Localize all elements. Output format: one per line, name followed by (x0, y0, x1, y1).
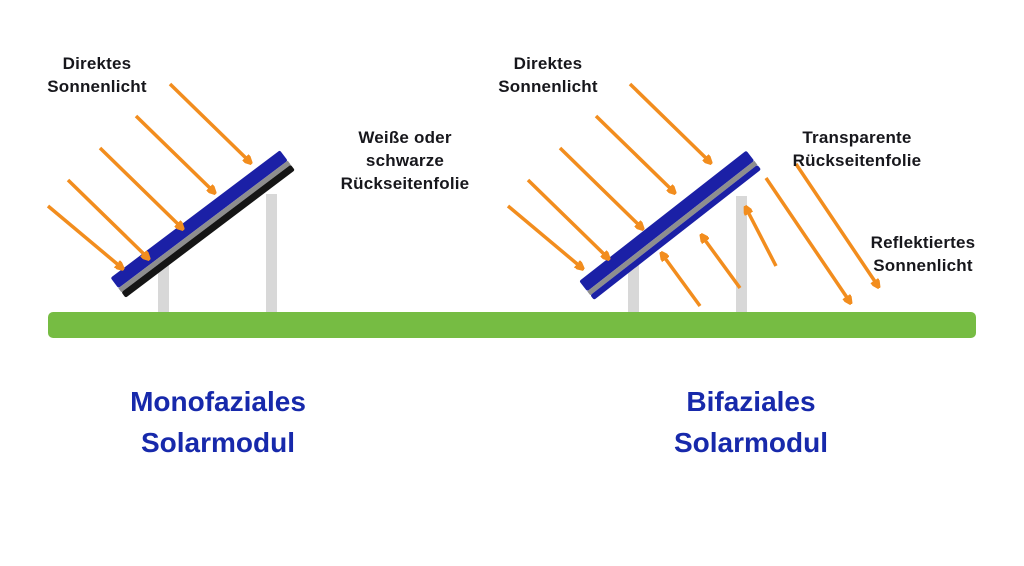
label-line: Transparente (802, 128, 912, 147)
sunlight-arrow (66, 178, 148, 258)
title-line: Bifaziales (686, 386, 816, 417)
label-line: Rückseitenfolie (792, 151, 922, 170)
right-backsheet-label: Transparente Rückseitenfolie (768, 126, 946, 172)
reflected-arrow (702, 236, 742, 290)
sunlight-arrow (168, 82, 250, 162)
left-panel-front-layer (111, 151, 287, 288)
left-panel-backsheet-layer (122, 165, 295, 297)
title-line: Solarmodul (673, 427, 828, 458)
label-line: Rückseitenfolie (340, 174, 470, 193)
title-line: Solarmodul (140, 427, 295, 458)
incoming-light-to-ground-arrows (764, 163, 878, 302)
sunlight-arrow (46, 204, 122, 268)
label-line: Sonnenlicht (47, 77, 147, 96)
sunlight-arrow (594, 114, 674, 192)
right-direct-sunlight-arrows (506, 82, 710, 268)
left-direct-sunlight-arrows (46, 82, 250, 268)
reflected-sunlight-label: Reflektiertes Sonnenlicht (834, 231, 1012, 277)
label-line: Weiße oder (358, 128, 452, 147)
sunlight-arrow (794, 163, 878, 286)
right-panel-backsheet-layer (591, 165, 761, 300)
left-direct-sunlight-label: Direktes Sonnenlicht (18, 52, 176, 98)
sunlight-arrow (134, 114, 214, 192)
left-panel-frame-layer (118, 160, 291, 293)
label-line: schwarze (365, 151, 445, 170)
reflected-arrow (662, 254, 702, 308)
left-front-post (158, 260, 169, 318)
right-panel-front-layer (580, 151, 754, 291)
bifacial-panel (580, 151, 761, 300)
bifacial-module-title: Bifaziales Solarmodul (601, 381, 901, 463)
sunlight-arrow (558, 146, 642, 228)
monofacial-panel (111, 151, 295, 297)
right-rear-post (736, 196, 747, 318)
ground-bar (48, 312, 976, 338)
sunlight-arrow (526, 178, 608, 258)
right-direct-sunlight-label: Direktes Sonnenlicht (469, 52, 627, 98)
label-line: Reflektiertes (870, 233, 976, 252)
label-line: Sonnenlicht (873, 256, 973, 275)
sunlight-arrow (506, 204, 582, 268)
left-rear-post (266, 194, 277, 318)
sunlight-arrow (98, 146, 182, 228)
right-panel-frame-layer (587, 160, 758, 296)
monofacial-module-group (46, 82, 295, 318)
sunlight-arrow (628, 82, 710, 162)
reflected-light-arrows (662, 208, 778, 308)
reflected-arrow (746, 208, 778, 267)
monofacial-module-title: Monofaziales Solarmodul (68, 381, 368, 463)
right-front-post (628, 264, 639, 318)
label-line: Direktes (62, 54, 132, 73)
left-backsheet-label: Weiße oder schwarze Rückseitenfolie (318, 126, 492, 195)
bifacial-module-group (506, 82, 878, 318)
label-line: Sonnenlicht (498, 77, 598, 96)
title-line: Monofaziales (130, 386, 306, 417)
sunlight-arrow (764, 177, 850, 302)
label-line: Direktes (513, 54, 583, 73)
